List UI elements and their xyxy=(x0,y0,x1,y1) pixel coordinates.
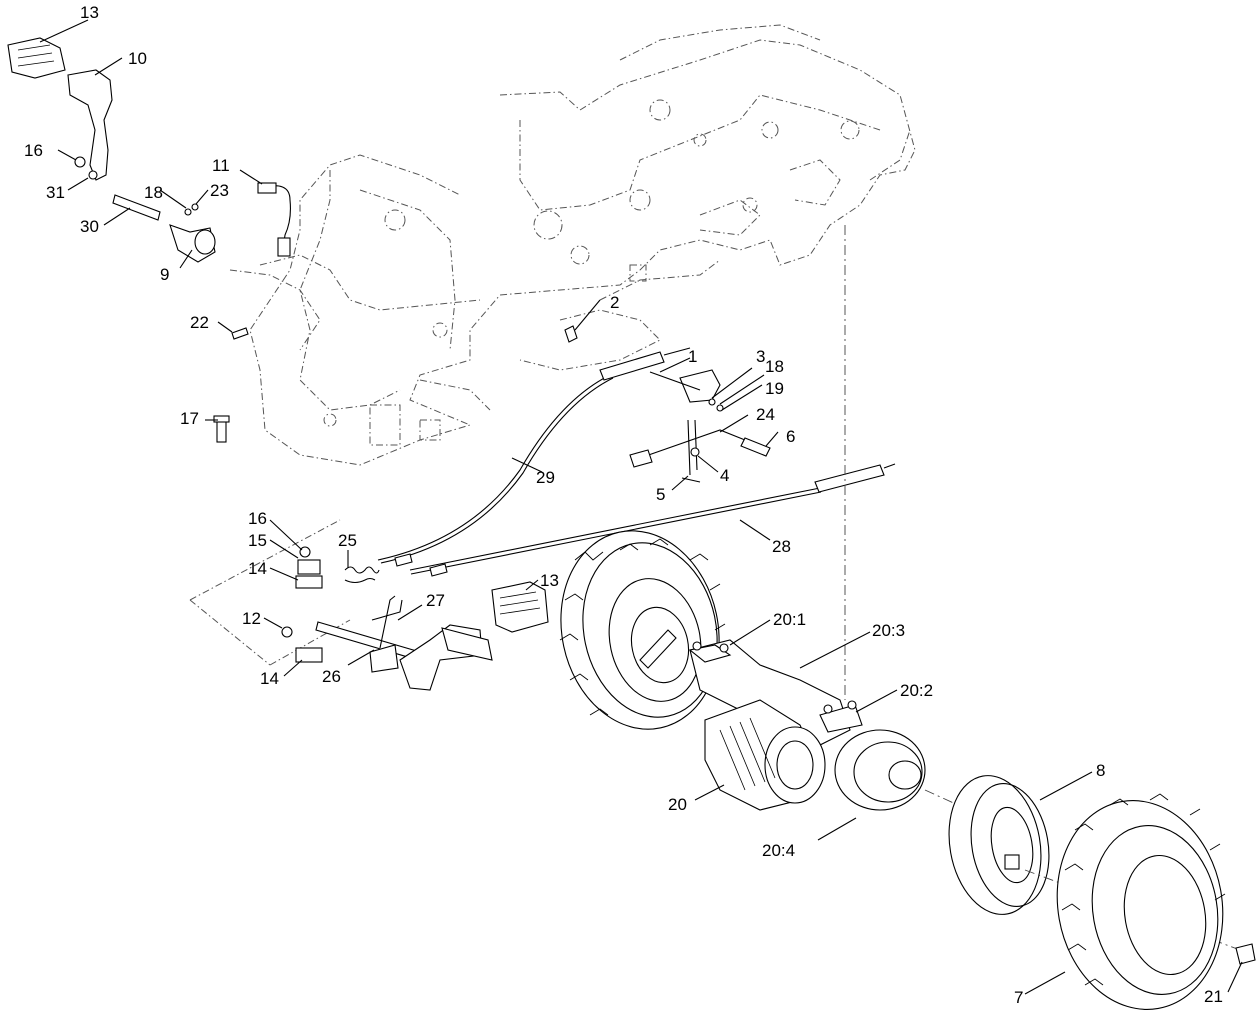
callout-12: 12 xyxy=(242,609,261,628)
callout-8: 8 xyxy=(1096,761,1105,780)
callout-19: 19 xyxy=(765,379,784,398)
callout-21: 21 xyxy=(1204,987,1223,1006)
callout-22: 22 xyxy=(190,313,209,332)
callout-11: 11 xyxy=(212,156,230,175)
callout-1: 1 xyxy=(688,347,697,366)
right-tire xyxy=(1056,793,1256,1010)
chassis-frame xyxy=(229,24,916,466)
callout-25: 25 xyxy=(338,531,357,550)
callout-27: 27 xyxy=(426,591,445,610)
callout-20: 20 xyxy=(668,795,687,814)
callout-18: 18 xyxy=(144,183,163,202)
callout-14: 14 xyxy=(260,669,279,688)
callout-14: 14 xyxy=(248,559,267,578)
callout-20-4: 20:4 xyxy=(762,841,795,860)
callout-5: 5 xyxy=(656,485,665,504)
callout-30: 30 xyxy=(80,217,99,236)
left-wheel xyxy=(559,530,726,730)
callout-13: 13 xyxy=(540,571,559,590)
callout-16: 16 xyxy=(24,141,43,160)
callout-labels: 13 10 16 31 11 18 23 30 9 22 2 1 3 18 19… xyxy=(24,3,1223,1007)
callout-16: 16 xyxy=(248,509,267,528)
callout-6: 6 xyxy=(786,427,795,446)
callout-3: 3 xyxy=(756,347,765,366)
callout-20-3: 20:3 xyxy=(872,621,905,640)
callout-10: 10 xyxy=(128,49,147,68)
upper-pedal-assembly xyxy=(7,37,291,263)
callout-17: 17 xyxy=(180,409,199,428)
transaxle-motor xyxy=(688,225,981,816)
callout-20-2: 20:2 xyxy=(900,681,933,700)
callout-31: 31 xyxy=(46,183,65,202)
callout-28: 28 xyxy=(772,537,791,556)
callout-15: 15 xyxy=(248,531,267,550)
callout-4: 4 xyxy=(720,466,729,485)
callout-29: 29 xyxy=(536,468,555,487)
lower-pedal-assembly xyxy=(189,519,549,691)
bolts-and-brackets xyxy=(213,325,771,483)
cables xyxy=(377,347,896,577)
callout-18: 18 xyxy=(765,357,784,376)
callout-24: 24 xyxy=(756,405,775,424)
callout-9: 9 xyxy=(160,265,169,284)
leader-lines xyxy=(39,19,1243,995)
callout-23: 23 xyxy=(210,181,229,200)
callout-2: 2 xyxy=(610,293,619,312)
callout-7: 7 xyxy=(1014,988,1023,1007)
callout-26: 26 xyxy=(322,667,341,686)
callout-13: 13 xyxy=(80,3,99,22)
callout-20-1: 20:1 xyxy=(773,610,806,629)
